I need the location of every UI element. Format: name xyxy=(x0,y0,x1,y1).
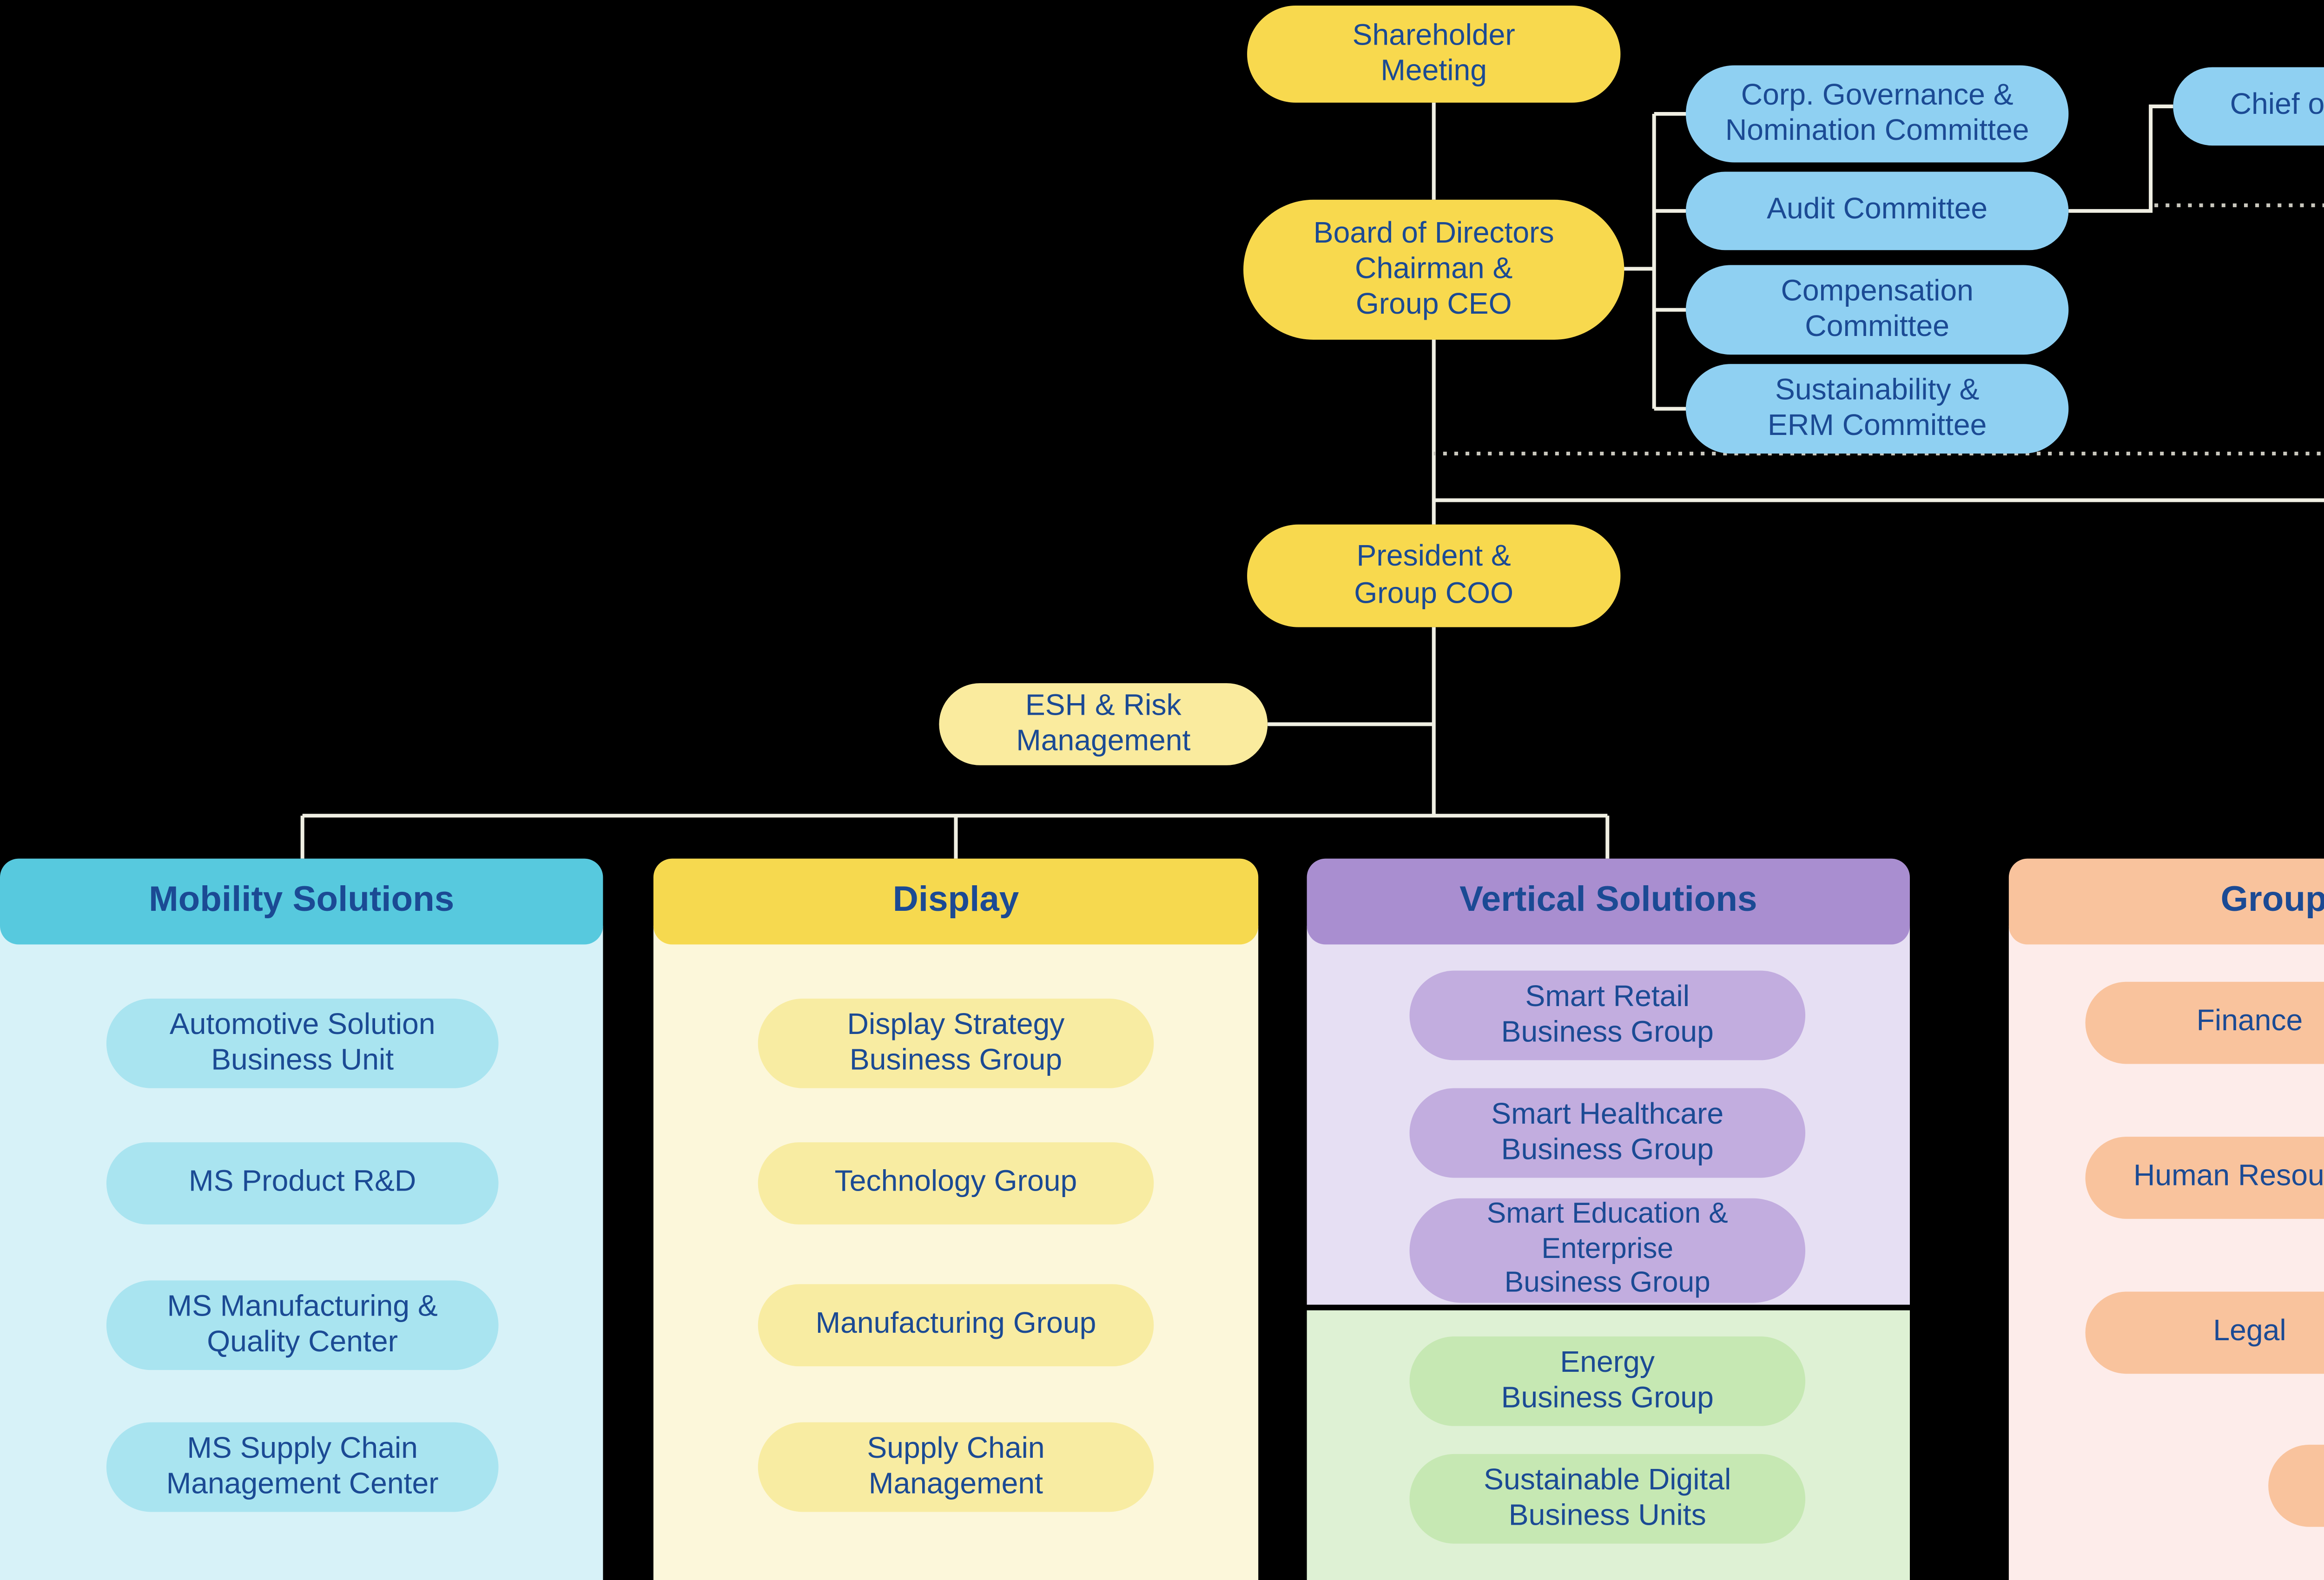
column-header-mobility-solutions: Mobility Solutions xyxy=(0,858,603,945)
node-chief-of-compliance: Chief of Compliance xyxy=(2173,67,2324,146)
node-esh-risk-management: ESH & Risk Management xyxy=(939,683,1268,765)
node-smart-education-enterprise-business-group: Smart Education & Enterprise Business Gr… xyxy=(1409,1198,1806,1303)
node-smart-healthcare-business-group: Smart Healthcare Business Group xyxy=(1409,1088,1806,1178)
node-sustainable-digital-business-units: Sustainable Digital Business Units xyxy=(1409,1454,1806,1544)
node-sustainability-erm-committee: Sustainability & ERM Committee xyxy=(1685,364,2069,454)
node-president-group-coo: President & Group COO xyxy=(1247,524,1621,627)
node-ms-product-rd: MS Product R&D xyxy=(106,1142,499,1224)
node-energy-business-group: Energy Business Group xyxy=(1409,1336,1806,1426)
node-ms-supply-chain-management-center: MS Supply Chain Management Center xyxy=(106,1422,499,1512)
column-header-vertical-solutions: Vertical Solutions xyxy=(1307,858,1910,945)
node-shareholder-meeting: Shareholder Meeting xyxy=(1247,6,1621,103)
node-legal: Legal xyxy=(2085,1291,2324,1374)
node-audit-committee: Audit Committee xyxy=(1685,171,2069,250)
column-header-display: Display xyxy=(653,858,1259,945)
node-manufacturing-group: Manufacturing Group xyxy=(758,1284,1154,1367)
node-smart-retail-business-group: Smart Retail Business Group xyxy=(1409,970,1806,1060)
node-automotive-solution-business-unit: Automotive Solution Business Unit xyxy=(106,998,499,1088)
node-finance: Finance xyxy=(2085,981,2324,1064)
node-corp-governance-nomination-committee: Corp. Governance & Nomination Committee xyxy=(1685,65,2069,163)
node-display-strategy-business-group: Display Strategy Business Group xyxy=(758,998,1154,1088)
node-compensation-committee: Compensation Committee xyxy=(1685,265,2069,355)
node-board-of-directors: Board of Directors Chairman & Group CEO xyxy=(1243,199,1624,340)
column-header-group-infrastructure-unit: Group Infrastructure Unit xyxy=(2008,858,2324,945)
node-ms-manufacturing-quality-center: MS Manufacturing & Quality Center xyxy=(106,1280,499,1370)
node-supply-chain-management: Supply Chain Management xyxy=(758,1422,1154,1512)
node-human-resource: Human Resource xyxy=(2085,1137,2324,1219)
node-technology-group: Technology Group xyxy=(758,1142,1154,1224)
